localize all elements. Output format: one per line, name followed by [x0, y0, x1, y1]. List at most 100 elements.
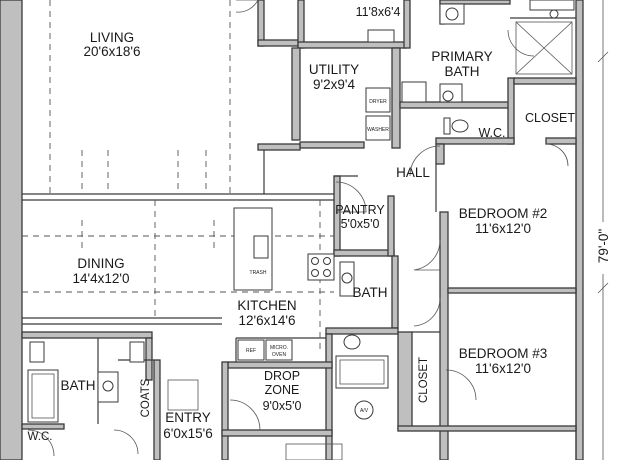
washer-label: WASHER	[367, 127, 389, 133]
wall-closet-mid-west	[397, 331, 413, 431]
wall-closet-west	[507, 77, 515, 145]
pantry-dims: 5'0x5'0	[341, 217, 380, 231]
wall-living-east	[257, 0, 265, 47]
wall-top-room-east	[403, 0, 411, 49]
bath-low-tub	[27, 369, 59, 423]
wall-closet-south	[545, 137, 577, 145]
wall-bath-low-north	[21, 331, 153, 339]
dryer	[365, 87, 391, 113]
wall-utility-east	[391, 47, 401, 149]
micro-label: MICRO.	[270, 345, 288, 351]
overall-depth-label: 79'-0"	[596, 229, 611, 264]
closet-top-name: CLOSET	[525, 111, 575, 125]
door-closet-top	[545, 143, 569, 167]
entry-dims: 6'0x15'6	[163, 426, 212, 441]
wall-coats-east	[153, 359, 161, 460]
burner-4	[323, 269, 331, 277]
av-label: A/V	[360, 408, 369, 414]
top-room-counter	[367, 29, 395, 43]
primary-bath-name-1: PRIMARY	[431, 49, 492, 64]
wc-top-toilet	[451, 119, 469, 133]
primary-sink-top	[445, 7, 459, 21]
burner-1	[311, 257, 319, 265]
utility-name: UTILITY	[309, 62, 359, 77]
exterior-wall-east	[575, 0, 584, 460]
bath-low-tub-inner	[31, 373, 55, 419]
wall-bath-mid-south	[325, 327, 399, 335]
oven-label: OVEN	[272, 352, 287, 358]
primary-bath-name-2: BATH	[444, 64, 479, 79]
wall-hall-east-upper	[435, 143, 445, 165]
bath-mid-sink	[341, 272, 353, 284]
pantry-name: PANTRY	[335, 203, 385, 217]
bath-low-name: BATH	[60, 378, 95, 393]
door-drop-zone	[229, 399, 261, 431]
wall-utility-west	[291, 47, 301, 141]
entry-name: ENTRY	[165, 410, 211, 425]
partition-lines	[22, 17, 577, 460]
hall-name: HALL	[396, 165, 430, 180]
dining-dims: 14'4x12'0	[73, 271, 130, 286]
wall-south-corridor	[397, 425, 577, 432]
trash-label: TRASH	[250, 270, 267, 276]
kitchen-name: KITCHEN	[237, 298, 296, 313]
dryer-label: DRYER	[369, 99, 387, 105]
kitchen-dims: 12'6x14'6	[239, 313, 296, 328]
bath-low-sink	[102, 380, 114, 392]
bath-mid-toilet	[343, 334, 361, 350]
drop-zone-dims: 9'0x5'0	[263, 399, 302, 413]
wall-kitchen-east	[325, 333, 333, 460]
utility-dims: 9'2x9'4	[313, 77, 355, 92]
wall-pantry-east	[387, 195, 395, 257]
door-swings	[27, 0, 569, 457]
room-labels: 11'8x6'4 LIVING 20'6x18'6 UTILITY 9'2x9'…	[28, 5, 576, 443]
primary-shower	[515, 21, 573, 75]
wall-bath-low-east	[145, 337, 153, 381]
wall-primary-bath-south	[399, 101, 513, 109]
primary-linen	[401, 81, 427, 103]
coats-name: COATS	[140, 378, 152, 417]
primary-sink-bottom	[442, 90, 454, 102]
primary-tub	[529, 0, 575, 11]
door-living-top	[235, 0, 259, 13]
wall-top-room-south	[297, 41, 407, 49]
wall-pantry-south	[333, 249, 395, 257]
wall-top-room-west	[297, 0, 305, 49]
bedroom3-dims: 11'6x12'0	[475, 361, 531, 376]
wall-drop-zone-west	[221, 361, 229, 460]
wall-bedrooms-west	[439, 211, 449, 460]
burner-3	[311, 269, 319, 277]
bench-right	[129, 341, 145, 363]
ref-label: REF	[246, 348, 256, 354]
drop-zone-name-1: DROP	[264, 369, 300, 383]
door-hall	[409, 145, 441, 177]
bath-mid-tub-inner	[339, 359, 385, 385]
washer	[365, 115, 391, 141]
living-dims: 20'6x18'6	[84, 44, 141, 59]
wall-bedroom-divider	[447, 287, 577, 294]
living-name: LIVING	[90, 30, 134, 45]
av-panel	[354, 400, 374, 420]
dining-name: DINING	[77, 256, 124, 271]
drop-zone-name-2: ZONE	[265, 383, 300, 397]
refrigerator	[237, 339, 265, 361]
wall-drop-zone-south	[221, 429, 333, 437]
top-room-dims: 11'8x6'4	[356, 5, 401, 19]
bath-mid-tub	[335, 355, 389, 389]
door-wc-low	[27, 429, 55, 457]
wall-bedroom2-north	[435, 137, 515, 145]
range	[307, 253, 335, 281]
door-bedroom2	[413, 239, 441, 271]
door-pantry	[335, 181, 367, 213]
door-primary-shower	[507, 29, 535, 57]
dimension-label-bg	[596, 222, 610, 274]
ceiling-lines	[22, 0, 334, 350]
door-closet-mid	[445, 369, 477, 401]
wall-hall-north	[257, 143, 301, 151]
wc-low-name: W.C.	[28, 431, 53, 443]
bedroom2-name: BEDROOM #2	[459, 206, 548, 221]
wall-living-corner	[257, 39, 301, 47]
bench-left	[29, 341, 45, 363]
wall-utility-south	[299, 141, 365, 149]
